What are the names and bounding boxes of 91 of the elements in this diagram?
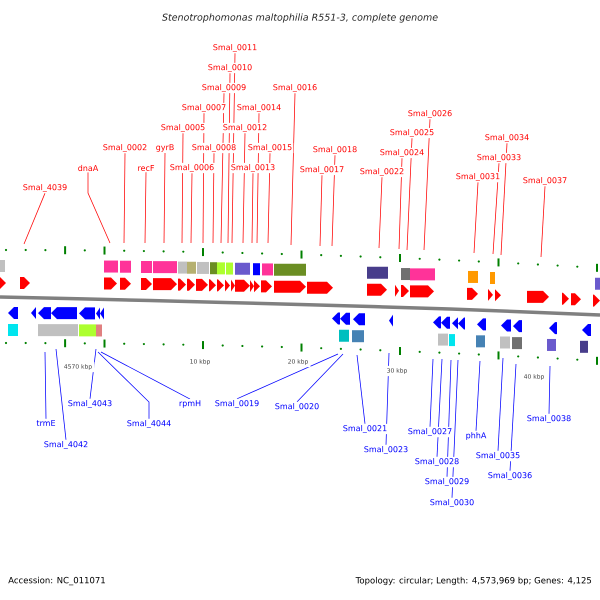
gene-label: Smal_0027 xyxy=(408,428,452,436)
gene-label: Smal_4043 xyxy=(68,400,112,408)
gene-label: Smal_0015 xyxy=(248,144,292,152)
leader-line xyxy=(436,358,442,458)
gene-label: Smal_0018 xyxy=(313,146,357,154)
gene-label: Smal_0031 xyxy=(456,173,500,181)
gene-label: Smal_0019 xyxy=(215,400,259,408)
gene-label: Smal_0033 xyxy=(477,154,521,162)
leader-line xyxy=(548,366,550,414)
leader-line xyxy=(202,112,204,244)
leader-line xyxy=(56,348,66,440)
gene-label: Smal_0021 xyxy=(343,425,386,433)
gene-label: Smal_0009 xyxy=(202,84,246,92)
leader-line xyxy=(452,360,458,498)
leader-line xyxy=(398,158,402,250)
leader-line xyxy=(430,358,434,428)
gene-label: Smal_0014 xyxy=(237,104,281,112)
leader-line xyxy=(144,172,146,244)
gene-label: phhA xyxy=(466,432,486,440)
leader-line xyxy=(378,176,382,248)
leader-line xyxy=(220,92,224,244)
gene-label: Smal_0035 xyxy=(476,452,520,460)
footer-text: Topology: circular; Length: 4,573,969 bp; Genes: 4,125 xyxy=(356,576,592,586)
gene-label: Smal_0024 xyxy=(380,149,424,157)
leader-line xyxy=(88,172,110,244)
gene-label: Smal_4039 xyxy=(23,184,67,192)
gene-label: Smal_0016 xyxy=(273,84,317,92)
gene-label: trmE xyxy=(36,420,56,426)
leader-line xyxy=(500,142,508,256)
leader-line xyxy=(182,132,184,244)
leader-line xyxy=(236,354,338,400)
gene-label: Smal_0034 xyxy=(485,134,529,142)
leader-line xyxy=(24,192,46,244)
gene-label: Smal_0005 xyxy=(161,124,204,132)
gene-label: Smal_0023 xyxy=(364,446,408,454)
leader-line xyxy=(290,92,296,246)
gene-label: Smal_0002 xyxy=(103,144,146,152)
leader-line xyxy=(446,360,452,478)
leader-line xyxy=(386,352,390,446)
gene-label: rpmH xyxy=(180,400,200,408)
leader-line xyxy=(124,152,126,244)
leader-line xyxy=(212,152,214,244)
leader-line xyxy=(510,364,516,472)
gene-label: Smal_0022 xyxy=(360,168,404,176)
leader-line xyxy=(242,132,246,244)
leader-line xyxy=(540,186,546,258)
leader-line xyxy=(100,352,190,400)
gene-label: Smal_4042 xyxy=(44,441,88,449)
leader-line xyxy=(492,162,500,254)
gene-label: Smal_0029 xyxy=(425,478,469,486)
gene-label: recF xyxy=(138,165,154,171)
leader-line xyxy=(232,52,236,244)
gene-label: Smal_0030 xyxy=(430,499,474,507)
leader-line xyxy=(164,152,166,244)
gene-label: Smal_0010 xyxy=(208,64,252,72)
gene-label: Smal_0006 xyxy=(170,164,214,172)
leader-line xyxy=(228,72,230,244)
gene-label: Smal_4044 xyxy=(127,420,171,428)
leader-line xyxy=(44,352,46,420)
leader-line xyxy=(474,182,478,254)
gene-label: Smal_0008 xyxy=(192,144,236,152)
gene-label: gyrB xyxy=(156,144,174,152)
leader-line xyxy=(268,152,270,244)
leader-line xyxy=(256,112,260,244)
leader-line xyxy=(320,174,322,246)
gene-label: Smal_0025 xyxy=(390,129,434,137)
leader-line xyxy=(90,348,96,400)
leader-line xyxy=(296,354,344,402)
leader-line xyxy=(424,118,430,250)
footer-text: Accession: NC_011071 xyxy=(8,576,105,586)
gene-label: Smal_0013 xyxy=(231,164,275,172)
gene-label: Smal_0028 xyxy=(415,458,459,466)
title: Stenotrophomonas maltophilia R551-3, complete genome xyxy=(162,13,438,23)
gene-label: Smal_0007 xyxy=(182,104,226,112)
leader-line xyxy=(498,358,504,452)
gene-label: Smal_0036 xyxy=(488,472,532,480)
leader-line xyxy=(98,352,150,420)
gene-label: Smal_0012 xyxy=(223,124,266,132)
leader-line xyxy=(406,138,412,250)
gene-label: Smal_0017 xyxy=(300,166,344,174)
leader-line xyxy=(356,354,366,424)
gene-label: Smal_0020 xyxy=(275,403,319,411)
gene-label: Smal_0011 xyxy=(213,44,256,52)
gene-label: dnaA xyxy=(78,164,98,172)
gene-label: Smal_0038 xyxy=(527,415,571,423)
leader-line xyxy=(476,360,480,432)
leader-line xyxy=(252,172,254,244)
gene-label: Smal_0037 xyxy=(523,177,566,185)
leader-line xyxy=(190,172,192,244)
leader-line xyxy=(332,154,336,246)
gene-label: Smal_0026 xyxy=(408,110,452,118)
